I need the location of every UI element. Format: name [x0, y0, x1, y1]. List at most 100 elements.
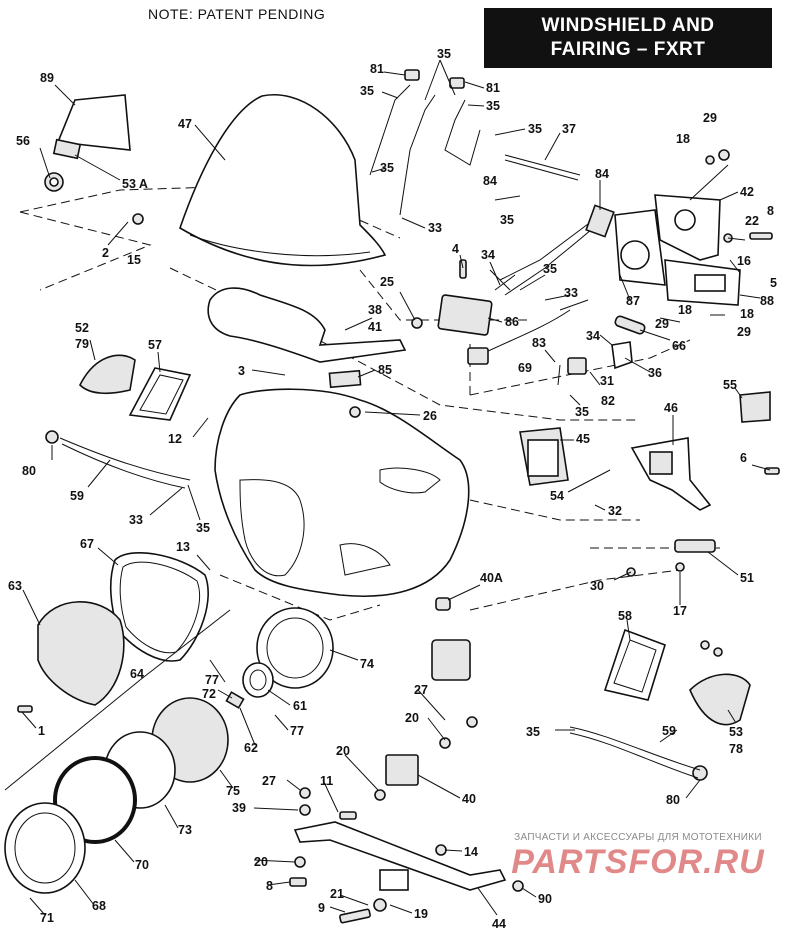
callout-59: 59: [70, 489, 84, 503]
callout-85: 85: [378, 363, 392, 377]
callout-77: 77: [205, 673, 219, 687]
callout-55: 55: [723, 378, 737, 392]
callout-74: 74: [360, 657, 374, 671]
callout-46: 46: [664, 401, 678, 415]
callout-25: 25: [380, 275, 394, 289]
callout-4: 4: [452, 242, 459, 256]
callout-35: 35: [360, 84, 374, 98]
callout-labels: 89 56 53 A 47 81 35 35 35 81 35 35 37 29…: [8, 47, 777, 931]
callout-30: 30: [590, 579, 604, 593]
callout-21: 21: [330, 887, 344, 901]
callout-19: 19: [414, 907, 428, 921]
callout-14: 14: [464, 845, 478, 859]
callout-29: 29: [655, 317, 669, 331]
leader-lines: [4, 59, 771, 916]
callout-35: 35: [196, 521, 210, 535]
callout-53: 53: [729, 725, 743, 739]
part-69-connector-cable: [467, 309, 571, 365]
callout-36: 36: [648, 366, 662, 380]
callout-29: 29: [703, 111, 717, 125]
callout-16: 16: [737, 254, 751, 268]
callout-59: 59: [662, 724, 676, 738]
part-42-mounting-bracket: [614, 194, 741, 306]
callout-12: 12: [168, 432, 182, 446]
callout-34: 34: [586, 329, 600, 343]
part-35-cable-set: [369, 69, 581, 216]
part-58-right-trim-ring: [603, 628, 666, 701]
callout-88: 88: [760, 294, 774, 308]
part-38-trim-strip: [207, 287, 407, 363]
callout-42: 42: [740, 185, 754, 199]
part-51-hinge: [674, 539, 716, 553]
callout-33: 33: [428, 221, 442, 235]
callout-75: 75: [226, 784, 240, 798]
callout-35: 35: [437, 47, 451, 61]
callout-80: 80: [666, 793, 680, 807]
callout-29: 29: [737, 325, 751, 339]
callout-77: 77: [290, 724, 304, 738]
callout-78: 78: [729, 742, 743, 756]
part-59-cable-left: [59, 437, 191, 489]
callout-37: 37: [562, 122, 576, 136]
callout-18: 18: [740, 307, 754, 321]
part-57-left-trim-ring: [128, 367, 192, 421]
callout-79: 79: [75, 337, 89, 351]
callout-56: 56: [16, 134, 30, 148]
part-66-pin: [614, 315, 646, 335]
part-86-reflector-module: [437, 294, 493, 336]
title-line-2: FAIRING – FXRT: [550, 39, 706, 60]
callout-9: 9: [318, 901, 325, 915]
callout-80: 80: [22, 464, 36, 478]
part-89-visor-panel: [52, 94, 131, 160]
callout-54: 54: [550, 489, 564, 503]
part-82-clip: [567, 341, 633, 375]
callout-84: 84: [595, 167, 609, 181]
callout-64: 64: [130, 667, 144, 681]
callout-27: 27: [414, 683, 428, 697]
callout-68: 68: [92, 899, 106, 913]
callout-1: 1: [38, 724, 45, 738]
part-46-inner-bracket: [630, 437, 712, 511]
callout-41: 41: [368, 320, 382, 334]
callout-86: 86: [505, 315, 519, 329]
callout-13: 13: [176, 540, 190, 554]
part-85-plate: [328, 369, 362, 389]
callout-35: 35: [380, 161, 394, 175]
callout-72: 72: [202, 687, 216, 701]
diagram-title: WINDSHIELD AND FAIRING – FXRT: [484, 8, 772, 68]
callout-35: 35: [486, 99, 500, 113]
part-84-wiring-harness: [489, 204, 615, 296]
callout-39: 39: [232, 801, 246, 815]
callout-82: 82: [601, 394, 615, 408]
callout-17: 17: [673, 604, 687, 618]
part-67-headlight-gasket: [109, 552, 209, 662]
watermark: ЗАПЧАСТИ И АКСЕССУАРЫ ДЛЯ МОТОТЕХНИКИ PA…: [488, 832, 788, 881]
watermark-tagline: ЗАПЧАСТИ И АКСЕССУАРЫ ДЛЯ МОТОТЕХНИКИ: [514, 832, 762, 843]
part-59-cable-right: [569, 726, 701, 779]
callout-38: 38: [368, 303, 382, 317]
part-40a-grommet: [431, 597, 471, 681]
part-74-headlight-bucket: [256, 607, 334, 689]
callout-58: 58: [618, 609, 632, 623]
callout-44: 44: [492, 917, 506, 931]
callout-70: 70: [135, 858, 149, 872]
callout-22: 22: [745, 214, 759, 228]
part-small-hardware: [17, 149, 780, 924]
watermark-brand: PARTSFOR.RU: [511, 843, 765, 881]
part-47-windshield: [179, 94, 387, 267]
part-55-cover-plate: [739, 391, 771, 423]
part-45-switch-housing: [519, 427, 569, 486]
callout-90: 90: [538, 892, 552, 906]
callout-8: 8: [767, 204, 774, 218]
callout-67: 67: [80, 537, 94, 551]
callout-20: 20: [336, 744, 350, 758]
callout-89: 89: [40, 71, 54, 85]
callout-45: 45: [576, 432, 590, 446]
callout-34: 34: [481, 248, 495, 262]
callout-6: 6: [740, 451, 747, 465]
callout-52: 52: [75, 321, 89, 335]
callout-40: 40: [462, 792, 476, 806]
part-63-headlight-lens: [37, 601, 125, 706]
callout-18: 18: [676, 132, 690, 146]
